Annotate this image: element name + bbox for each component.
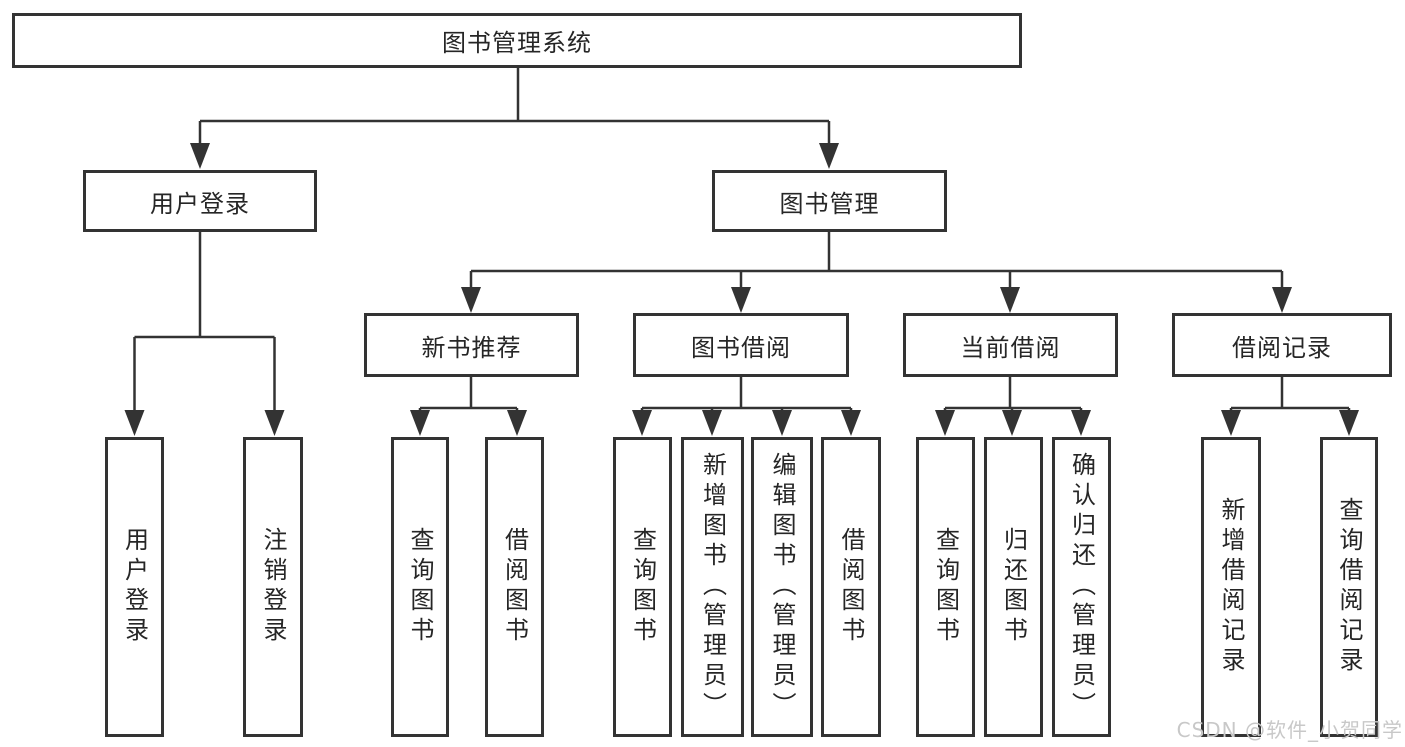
node-book-management: 图书管理 — [712, 170, 947, 232]
node-book-borrow: 图书借阅 — [633, 313, 849, 377]
leaf-query-books-borrow: 查询图书 — [613, 437, 672, 737]
connector-new-book — [418, 377, 519, 414]
node-borrow-records: 借阅记录 — [1172, 313, 1392, 377]
node-user-login: 用户登录 — [83, 170, 317, 232]
leaf-borrow-books-recommend: 借阅图书 — [485, 437, 544, 737]
leaf-add-book-admin: 新增图书（管理员） — [681, 437, 744, 737]
connector-book-borrow — [640, 377, 853, 414]
node-current-borrow: 当前借阅 — [903, 313, 1118, 377]
leaf-query-books-recommend: 查询图书 — [391, 437, 449, 737]
connector-root — [198, 67, 831, 147]
leaf-query-books-current: 查询图书 — [916, 437, 975, 737]
connector-user-login — [133, 232, 276, 414]
leaf-confirm-return-admin: 确认归还（管理员） — [1052, 437, 1111, 737]
connector-book-management — [469, 232, 1284, 291]
connector-current-borrow — [943, 377, 1083, 414]
csdn-watermark: CSDN @软件_小贺同学 — [1176, 718, 1403, 742]
leaf-add-borrow-record: 新增借阅记录 — [1201, 437, 1261, 737]
connector-borrow-records — [1229, 377, 1351, 414]
leaf-logout: 注销登录 — [243, 437, 303, 737]
leaf-query-borrow-record: 查询借阅记录 — [1320, 437, 1378, 737]
leaf-edit-book-admin: 编辑图书（管理员） — [751, 437, 813, 737]
leaf-user-login: 用户登录 — [105, 437, 164, 737]
node-root: 图书管理系统 — [12, 13, 1022, 68]
node-new-book-recommend: 新书推荐 — [364, 313, 579, 377]
arrowheads — [124, 143, 1359, 436]
leaf-return-book: 归还图书 — [984, 437, 1043, 737]
leaf-borrow-books: 借阅图书 — [821, 437, 881, 737]
